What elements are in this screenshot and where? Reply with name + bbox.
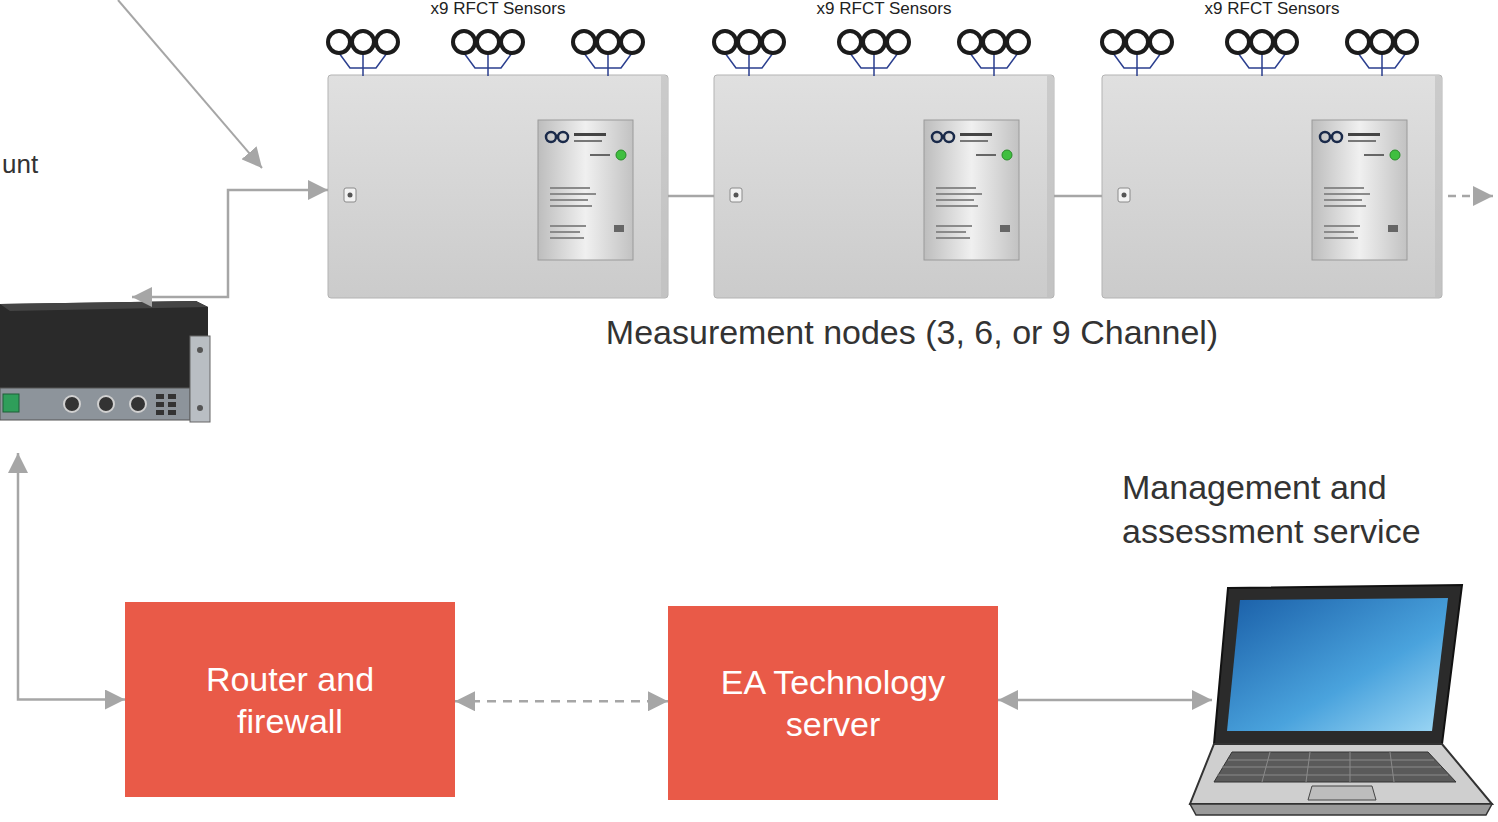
rack-button (168, 410, 176, 415)
laptop-keys (1217, 752, 1448, 782)
sensor-group (1227, 31, 1297, 76)
sensor-group (573, 31, 643, 76)
rack-port (64, 396, 80, 412)
sensor-label: x9 RFCT Sensors (1102, 0, 1442, 18)
sensor-group (839, 31, 909, 76)
laptop-base (1190, 744, 1492, 804)
measurement-node: x9 RFCT Sensors (714, 75, 1054, 298)
rack-unit: unt (0, 285, 132, 453)
box-label: Router and firewall (165, 658, 415, 742)
sensor-label: x9 RFCT Sensors (328, 0, 668, 18)
rack-display (3, 394, 19, 412)
rack-port (98, 396, 114, 412)
service-label: Management and assessment service (1122, 465, 1462, 553)
sensor-group (714, 31, 784, 76)
caption-label: Measurement nodes (3, 6, or 9 Channel) (606, 312, 1218, 352)
connector-arrow (132, 190, 328, 297)
sensor-group (1347, 31, 1417, 76)
connector-arrow (455, 700, 668, 703)
laptop-drawing (1190, 585, 1492, 815)
leader-arrow (118, 0, 262, 168)
laptop-touchpad (1308, 786, 1376, 800)
sensor-group (1102, 31, 1172, 76)
measurement-node: x9 RFCT Sensors (1102, 75, 1442, 298)
rack-hole (197, 347, 203, 353)
rack-button (156, 410, 164, 415)
rack-button (168, 402, 176, 407)
connector-arrow (18, 453, 125, 700)
laptop-keyboard (1214, 752, 1456, 782)
rack-ear (190, 336, 210, 422)
rack-button (156, 394, 164, 399)
box-label: EA Technology server (708, 661, 958, 745)
rack-port (130, 396, 146, 412)
sensor-group (959, 31, 1029, 76)
measurement-node: x9 RFCT Sensors (328, 75, 668, 298)
sensor-group (328, 31, 398, 76)
sensor-label: x9 RFCT Sensors (714, 0, 1054, 18)
rack-front-panel (0, 388, 190, 420)
process-box: Router and firewall (125, 602, 455, 797)
rack-button (156, 402, 164, 407)
laptop-screen (1227, 598, 1448, 731)
process-box: EA Technology server (668, 606, 998, 800)
connector-arrow (998, 699, 1212, 702)
rack-top (0, 301, 208, 311)
unit-label: unt (2, 150, 38, 178)
rack-body (0, 301, 208, 388)
rack-button (168, 394, 176, 399)
connector-arrow (1054, 195, 1102, 198)
rack-hole (197, 405, 203, 411)
laptop-lid (1214, 585, 1462, 744)
connector-arrow (668, 195, 714, 198)
measurement-cabinet (328, 75, 668, 298)
laptop-front (1190, 804, 1492, 815)
measurement-cabinet (1102, 75, 1442, 298)
measurement-cabinet (714, 75, 1054, 298)
laptop-node: Management and assessment service (1212, 585, 1482, 815)
sensor-group (453, 31, 523, 76)
rack-unit-drawing (0, 301, 210, 422)
continuation-arrow (1448, 195, 1493, 198)
